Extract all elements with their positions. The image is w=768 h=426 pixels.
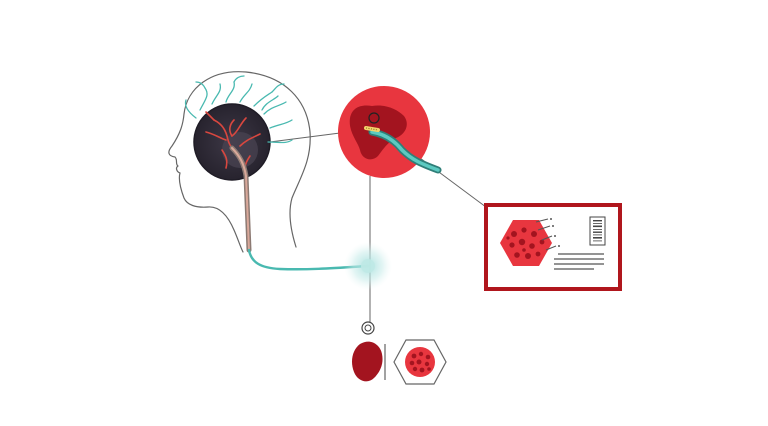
ring-connector-icon	[361, 321, 375, 335]
report-label-marks	[535, 218, 557, 251]
catheter-tube-icon	[229, 145, 370, 271]
barcode-icon	[589, 216, 606, 246]
report-dot-marks	[550, 218, 560, 247]
nerve-fibers-icon	[184, 75, 293, 144]
report-hexagon-sample	[500, 220, 552, 266]
report-text-lines	[554, 253, 604, 270]
probe-tip-icon	[364, 112, 380, 132]
blood-vessel-network-icon	[205, 111, 261, 173]
tumor-magnified-circle-icon	[338, 86, 442, 178]
head-to-tumor-line	[261, 132, 341, 144]
head-profile-icon	[168, 71, 311, 253]
tissue-sample-icon	[352, 341, 386, 382]
cell-cluster-hexagon-icon	[393, 339, 447, 385]
brain-icon	[193, 103, 271, 181]
lab-report-panel-icon	[484, 203, 622, 291]
cell-dots	[409, 351, 431, 373]
insertion-site-glow-icon	[344, 242, 392, 290]
